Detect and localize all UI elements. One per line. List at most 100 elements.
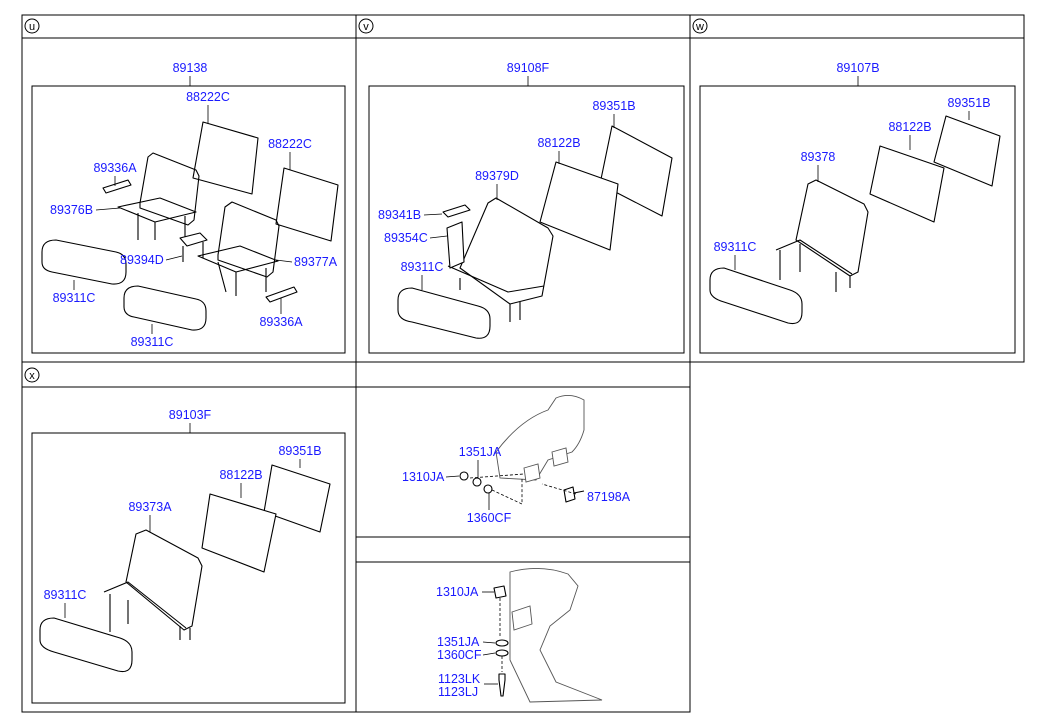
section-v-badge [358, 18, 374, 34]
part-label[interactable]: 89351B [278, 444, 321, 458]
leader [165, 255, 183, 261]
part-label[interactable]: 89351B [947, 96, 990, 110]
bolt [563, 486, 585, 503]
bracket [446, 221, 465, 269]
part-label[interactable]: 89311C [131, 335, 174, 349]
part-label[interactable]: 89351B [592, 99, 635, 113]
part-label[interactable]: 1351JA [459, 445, 502, 459]
seat-cushion [397, 287, 491, 339]
part-label[interactable]: 89311C [714, 240, 757, 254]
part-label[interactable]: 89373A [128, 500, 172, 514]
seat-frame-base [117, 197, 197, 240]
section-w-badge [692, 18, 708, 34]
part-label[interactable]: 88222C [268, 137, 312, 151]
assembly-label-89108F[interactable]: 89108F [507, 61, 550, 75]
leader [95, 207, 121, 211]
part-label[interactable]: 88122B [537, 136, 580, 150]
washer [472, 477, 482, 487]
part-label[interactable]: 89354C [384, 231, 428, 245]
backrest-cover [933, 115, 1001, 187]
part-label[interactable]: 1310JA [436, 585, 479, 599]
leader [275, 259, 293, 263]
detail-b: 1310JA 1351JA 1360CF 1123LK 1123LJ [436, 568, 603, 703]
part-label[interactable]: 89394D [120, 253, 164, 267]
washer [495, 649, 509, 657]
part-label[interactable]: 1123LJ [438, 685, 478, 699]
part-label[interactable]: 1360CF [467, 511, 512, 525]
assembly-box-89103F [31, 432, 346, 704]
part-label[interactable]: 1123LK [438, 672, 481, 686]
part-label[interactable]: 88122B [219, 468, 262, 482]
part-label[interactable]: 1351JA [437, 635, 480, 649]
assembly-box-89108F [368, 85, 685, 354]
seat-frame-base [775, 239, 853, 292]
seat-frame [139, 152, 200, 226]
nut [459, 471, 469, 481]
part-label[interactable]: 88222C [186, 90, 230, 104]
section-u: 89138 88222C 88222C 89336A 89376B 89394D… [31, 61, 346, 354]
detail-a: 1351JA 1310JA 87198A 1360CF [402, 395, 631, 525]
seat-cushion [123, 285, 207, 331]
section-v-header: v [358, 18, 374, 34]
nut [493, 585, 507, 599]
seat-cushion [39, 617, 133, 673]
part-label[interactable]: 89311C [53, 291, 96, 305]
part-label[interactable]: 87198A [587, 490, 631, 504]
section-u-letter: u [29, 21, 35, 33]
seat-frame [217, 201, 280, 278]
part-label[interactable]: 1310JA [402, 470, 445, 484]
cover-strip [102, 179, 132, 194]
section-w-header: w [692, 18, 708, 34]
seat-silhouette [495, 395, 585, 481]
assembly-box-89107B [699, 85, 1016, 354]
part-label[interactable]: 88122B [888, 120, 931, 134]
seat-cushion [41, 239, 127, 285]
bolt [498, 673, 506, 697]
backrest-cushion [539, 161, 619, 251]
cover-strip [442, 204, 471, 218]
seat-silhouette [509, 568, 603, 703]
assembly-path [499, 598, 503, 672]
seat-frame-base [447, 265, 545, 322]
seat-frame-base [103, 581, 191, 640]
part-label[interactable]: 89336A [259, 315, 303, 329]
part-label[interactable]: 89311C [401, 260, 444, 274]
leader [429, 235, 448, 239]
leader [445, 475, 460, 478]
section-x-letter: x [29, 370, 35, 382]
seat-frame-base [197, 245, 279, 296]
backrest-cushion [201, 493, 277, 573]
section-w: 89107B 89351B 88122B 89378 89311C [699, 61, 1016, 354]
mount-bracket [511, 605, 533, 631]
part-label[interactable]: 89336A [93, 161, 137, 175]
section-x-header: x [24, 367, 40, 383]
section-u-badge [24, 18, 40, 34]
seat-frame [459, 197, 554, 305]
seat-frame [795, 179, 869, 277]
part-label[interactable]: 89377A [294, 255, 338, 269]
part-label[interactable]: 89341B [378, 208, 421, 222]
leader [482, 641, 496, 644]
backrest-cushion [869, 145, 945, 223]
leader [423, 213, 443, 216]
mount-plate [551, 447, 569, 467]
part-label[interactable]: 89311C [44, 588, 87, 602]
assembly-path [469, 473, 577, 505]
part-label[interactable]: 89379D [475, 169, 519, 183]
assembly-label-89107B[interactable]: 89107B [836, 61, 879, 75]
backrest-cushion [192, 121, 259, 195]
washer [495, 639, 509, 647]
section-w-letter: w [695, 21, 704, 33]
section-x: 89103F 89351B 88122B 89373A 89311C [31, 408, 346, 704]
part-label[interactable]: 89376B [50, 203, 93, 217]
assembly-label-89103F[interactable]: 89103F [169, 408, 212, 422]
part-label[interactable]: 89378 [801, 150, 836, 164]
cover-strip [265, 286, 298, 303]
part-label[interactable]: 1360CF [437, 648, 482, 662]
section-x-badge [24, 367, 40, 383]
section-v: 89108F 89351B 88122B 89379D 89341B 89354… [368, 61, 685, 354]
section-v-letter: v [363, 21, 369, 33]
assembly-label-89138[interactable]: 89138 [173, 61, 208, 75]
mount-plate [523, 463, 541, 483]
